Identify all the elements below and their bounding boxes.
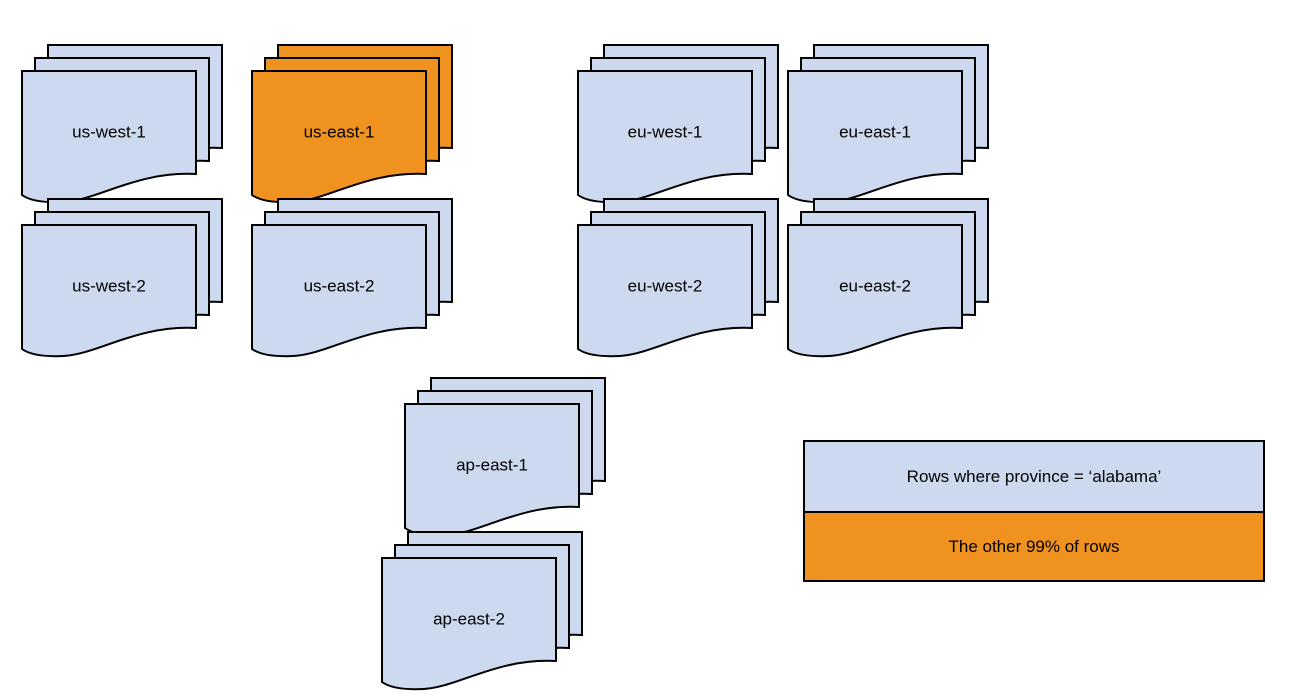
region-card-stack-eu-east-2[interactable]: eu-east-2 [786, 197, 1016, 367]
region-card-shape-eu-west-2: eu-west-2 [577, 198, 779, 358]
legend-label: Rows where province = ‘alabama’ [906, 466, 1162, 486]
region-label: us-west-1 [72, 122, 146, 141]
card-layer-front [251, 224, 427, 358]
legend-row-legend-blue: Rows where province = ‘alabama’ [805, 442, 1263, 513]
region-card-shape-us-east-2: us-east-2 [251, 198, 453, 358]
region-label: eu-east-1 [839, 122, 911, 141]
region-card-shape-eu-west-1: eu-west-1 [577, 44, 779, 204]
card-layer-front [21, 224, 197, 358]
region-card-stack-us-east-2[interactable]: us-east-2 [250, 197, 480, 367]
region-card-stack-eu-east-1[interactable]: eu-east-1 [786, 43, 1016, 213]
card-face [577, 224, 753, 358]
card-face [21, 224, 197, 358]
region-card-stack-ap-east-2[interactable]: ap-east-2 [380, 530, 610, 700]
legend-label: The other 99% of rows [948, 536, 1120, 556]
region-card-shape-eu-east-1: eu-east-1 [787, 44, 989, 204]
region-card-stack-us-west-1[interactable]: us-west-1 [20, 43, 250, 213]
region-label: us-east-1 [304, 122, 375, 141]
region-card-stack-ap-east-1[interactable]: ap-east-1 [403, 376, 633, 546]
card-face [787, 224, 963, 358]
region-card-stack-eu-west-2[interactable]: eu-west-2 [576, 197, 806, 367]
region-card-shape-ap-east-2: ap-east-2 [381, 531, 583, 691]
card-layer-front [577, 224, 753, 358]
card-face [251, 224, 427, 358]
region-card-stack-us-west-2[interactable]: us-west-2 [20, 197, 250, 367]
region-label: eu-west-1 [628, 122, 703, 141]
region-card-shape-us-east-1: us-east-1 [251, 44, 453, 204]
region-card-shape-us-west-1: us-west-1 [21, 44, 223, 204]
region-card-shape-eu-east-2: eu-east-2 [787, 198, 989, 358]
region-label: ap-east-2 [433, 609, 505, 628]
region-label: eu-west-2 [628, 276, 703, 295]
region-card-shape-ap-east-1: ap-east-1 [404, 377, 606, 537]
region-label: eu-east-2 [839, 276, 911, 295]
region-card-stack-eu-west-1[interactable]: eu-west-1 [576, 43, 806, 213]
region-label: ap-east-1 [456, 455, 528, 474]
region-card-stack-us-east-1[interactable]: us-east-1 [250, 43, 480, 213]
region-label: us-west-2 [72, 276, 146, 295]
region-card-shape-us-west-2: us-west-2 [21, 198, 223, 358]
card-layer-front [787, 224, 963, 358]
legend: Rows where province = ‘alabama’ The other… [803, 440, 1265, 582]
region-label: us-east-2 [304, 276, 375, 295]
legend-row-legend-orange: The other 99% of rows [805, 513, 1263, 580]
diagram-canvas: us-west-1 us-east-1 eu-west-1 eu-east-1 us-w… [20, 43, 1265, 691]
